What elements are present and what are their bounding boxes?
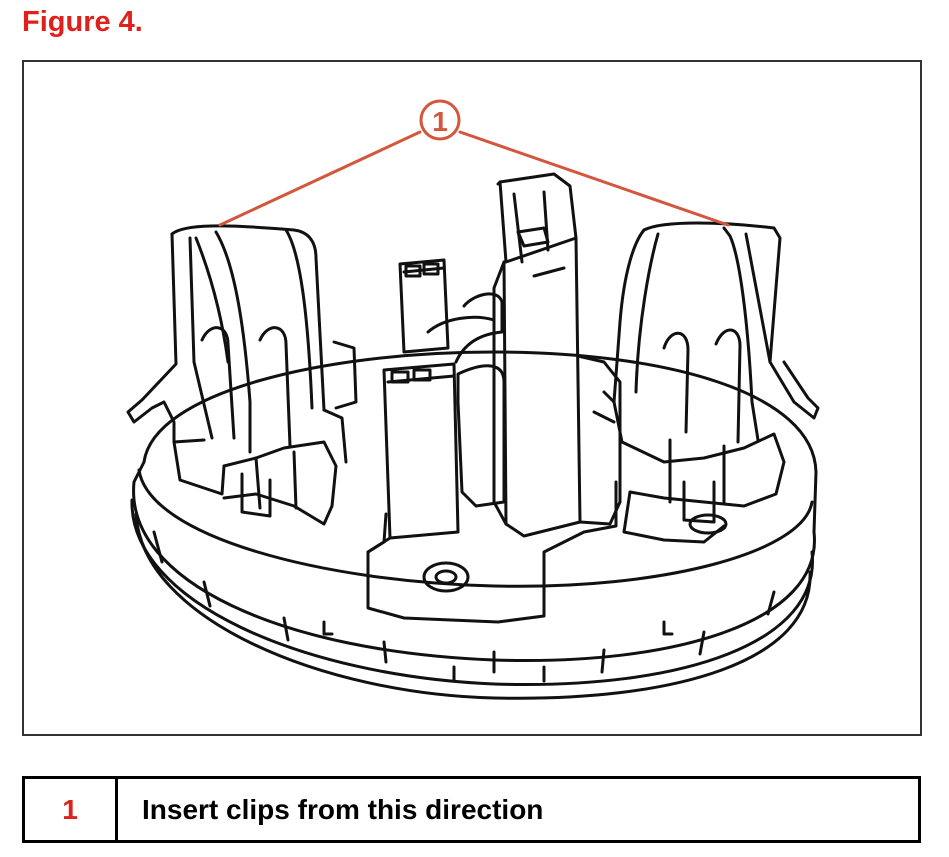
legend-row: 1 Insert clips from this direction	[22, 776, 921, 843]
center-posts	[332, 258, 728, 624]
callout-leaders	[218, 130, 730, 227]
callout-number: 1	[432, 106, 448, 137]
right-clip	[592, 221, 820, 544]
legend-table: 1 Insert clips from this direction	[22, 776, 921, 843]
left-clip	[126, 224, 348, 526]
clip-base-illustration: 1	[126, 99, 820, 700]
figure-frame: 1	[22, 60, 922, 736]
base-disc	[130, 350, 818, 700]
figure-title: Figure 4.	[22, 6, 143, 38]
legend-description: Insert clips from this direction	[115, 776, 921, 843]
callout-bubble: 1	[419, 99, 461, 141]
center-block	[426, 172, 622, 538]
legend-number: 1	[22, 776, 118, 843]
